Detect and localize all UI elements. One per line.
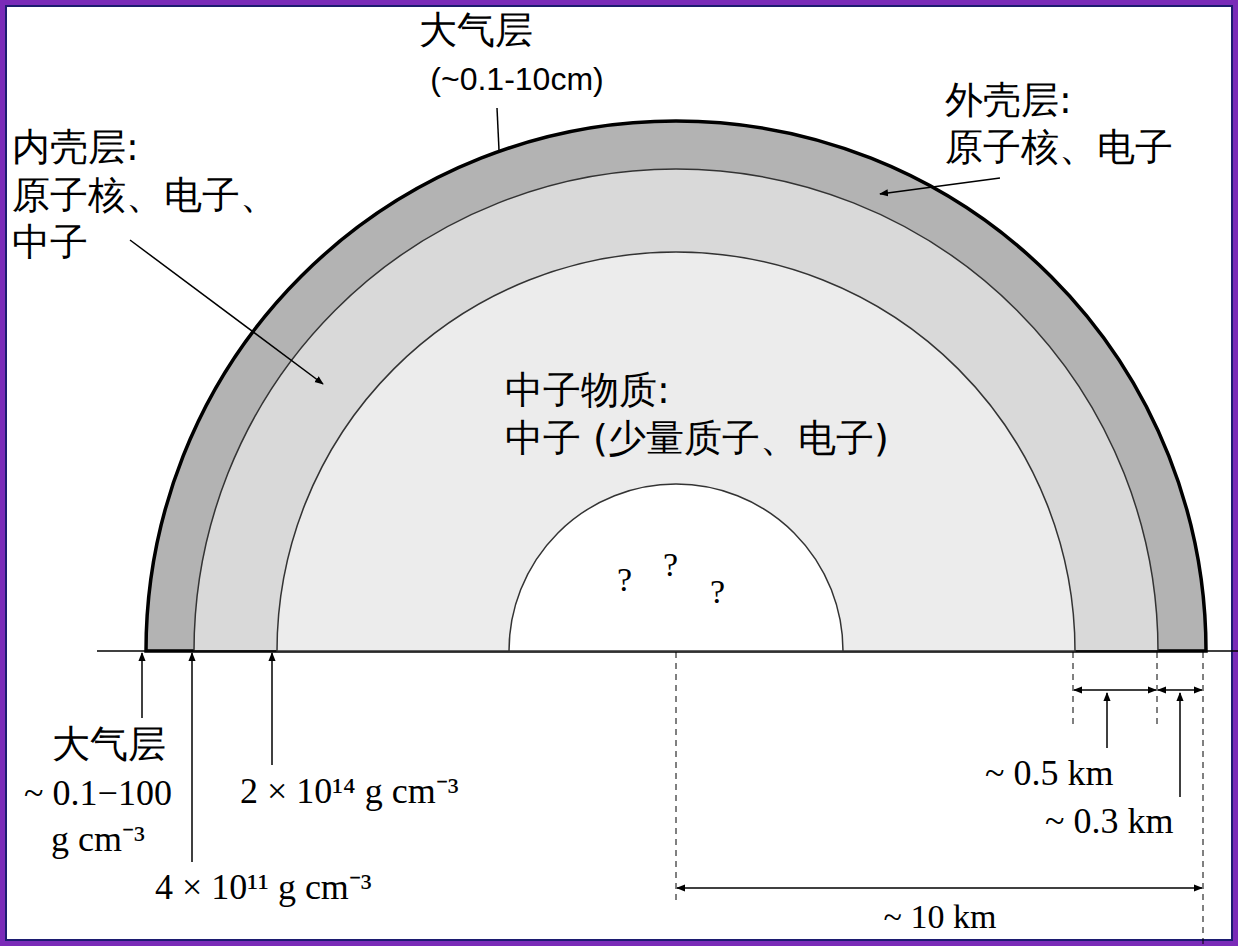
density-label: 2 × 10¹⁴ g cm⁻³	[240, 770, 458, 813]
text-slot: ?	[663, 545, 678, 586]
inner-crust-band	[194, 169, 1158, 651]
label-slot: 外壳层:	[945, 78, 1072, 124]
neutron-matter-band: 中子物质:中子 (少量质子、电子)???	[276, 251, 1076, 651]
dimension-label: (~0.1-10cm)	[387, 60, 647, 98]
density-label: ~ 0.1−100 g cm⁻³	[18, 770, 178, 862]
slide-frame	[3, 3, 1236, 944]
layer-label: 大气层	[52, 722, 166, 768]
dimension-label: ~ 10 km	[875, 898, 1005, 936]
outer-crust-band	[146, 121, 1206, 651]
leader-line	[497, 108, 499, 150]
layer-label: 原子核、电子	[945, 125, 1173, 171]
label-slot: 大气层	[52, 722, 166, 768]
dimension-label: ~ 0.3 km	[1045, 800, 1173, 843]
unknown-mark: ?	[663, 545, 678, 586]
label-slot: ~ 10 km	[875, 898, 1005, 936]
label-slot: 4 × 10¹¹ g cm⁻³	[155, 866, 372, 909]
band-shape	[509, 484, 843, 651]
text-slot: ?	[617, 560, 632, 601]
density-arrow	[141, 653, 143, 718]
text-slot: 中子物质:	[505, 368, 670, 414]
density-arrow	[191, 653, 193, 862]
layer-label: 原子核、电子、 中子	[12, 172, 312, 266]
leader-arrow	[130, 240, 323, 384]
region-body: 中子 (少量质子、电子)	[505, 416, 889, 462]
layer-label: 外壳层:	[945, 78, 1072, 124]
region-heading: 中子物质:	[505, 368, 670, 414]
label-slot: 原子核、电子	[945, 125, 1173, 171]
label-slot: 原子核、电子、 中子	[12, 172, 312, 266]
dimension-guide	[1073, 652, 1074, 728]
label-slot: ~ 0.3 km	[1045, 800, 1173, 843]
label-slot: 大气层	[376, 8, 576, 54]
dimension-arrow	[677, 887, 1202, 889]
unknown-mark: ?	[617, 560, 632, 601]
label-slot: 内壳层:	[12, 125, 139, 171]
label-slot: 2 × 10¹⁴ g cm⁻³	[240, 770, 458, 813]
label-slot: (~0.1-10cm)	[387, 60, 647, 98]
label-slot: ~ 0.5 km	[985, 752, 1113, 795]
dimension-guide	[676, 652, 677, 905]
label-slot: ~ 0.1−100 g cm⁻³	[18, 770, 178, 862]
dimension-label: ~ 0.5 km	[985, 752, 1113, 795]
text-slot: 中子 (少量质子、电子)	[505, 416, 889, 462]
text-slot: ?	[710, 572, 725, 613]
layer-label: 内壳层:	[12, 125, 139, 171]
density-label: 4 × 10¹¹ g cm⁻³	[155, 866, 372, 909]
layer-label: 大气层	[376, 8, 576, 54]
core-region: ???	[508, 483, 844, 651]
dimension-arrow	[1074, 689, 1156, 691]
pointer-arrow	[1106, 693, 1108, 748]
unknown-mark: ?	[710, 572, 725, 613]
dimension-guide	[1203, 652, 1204, 944]
leader-arrow	[880, 178, 1000, 194]
pointer-arrow	[1179, 693, 1181, 797]
dimension-guide	[1157, 652, 1158, 728]
slide-frame-inner	[6, 6, 1232, 940]
dimension-arrow	[1158, 689, 1202, 691]
density-arrow	[271, 653, 273, 765]
band-shape	[277, 252, 1075, 651]
